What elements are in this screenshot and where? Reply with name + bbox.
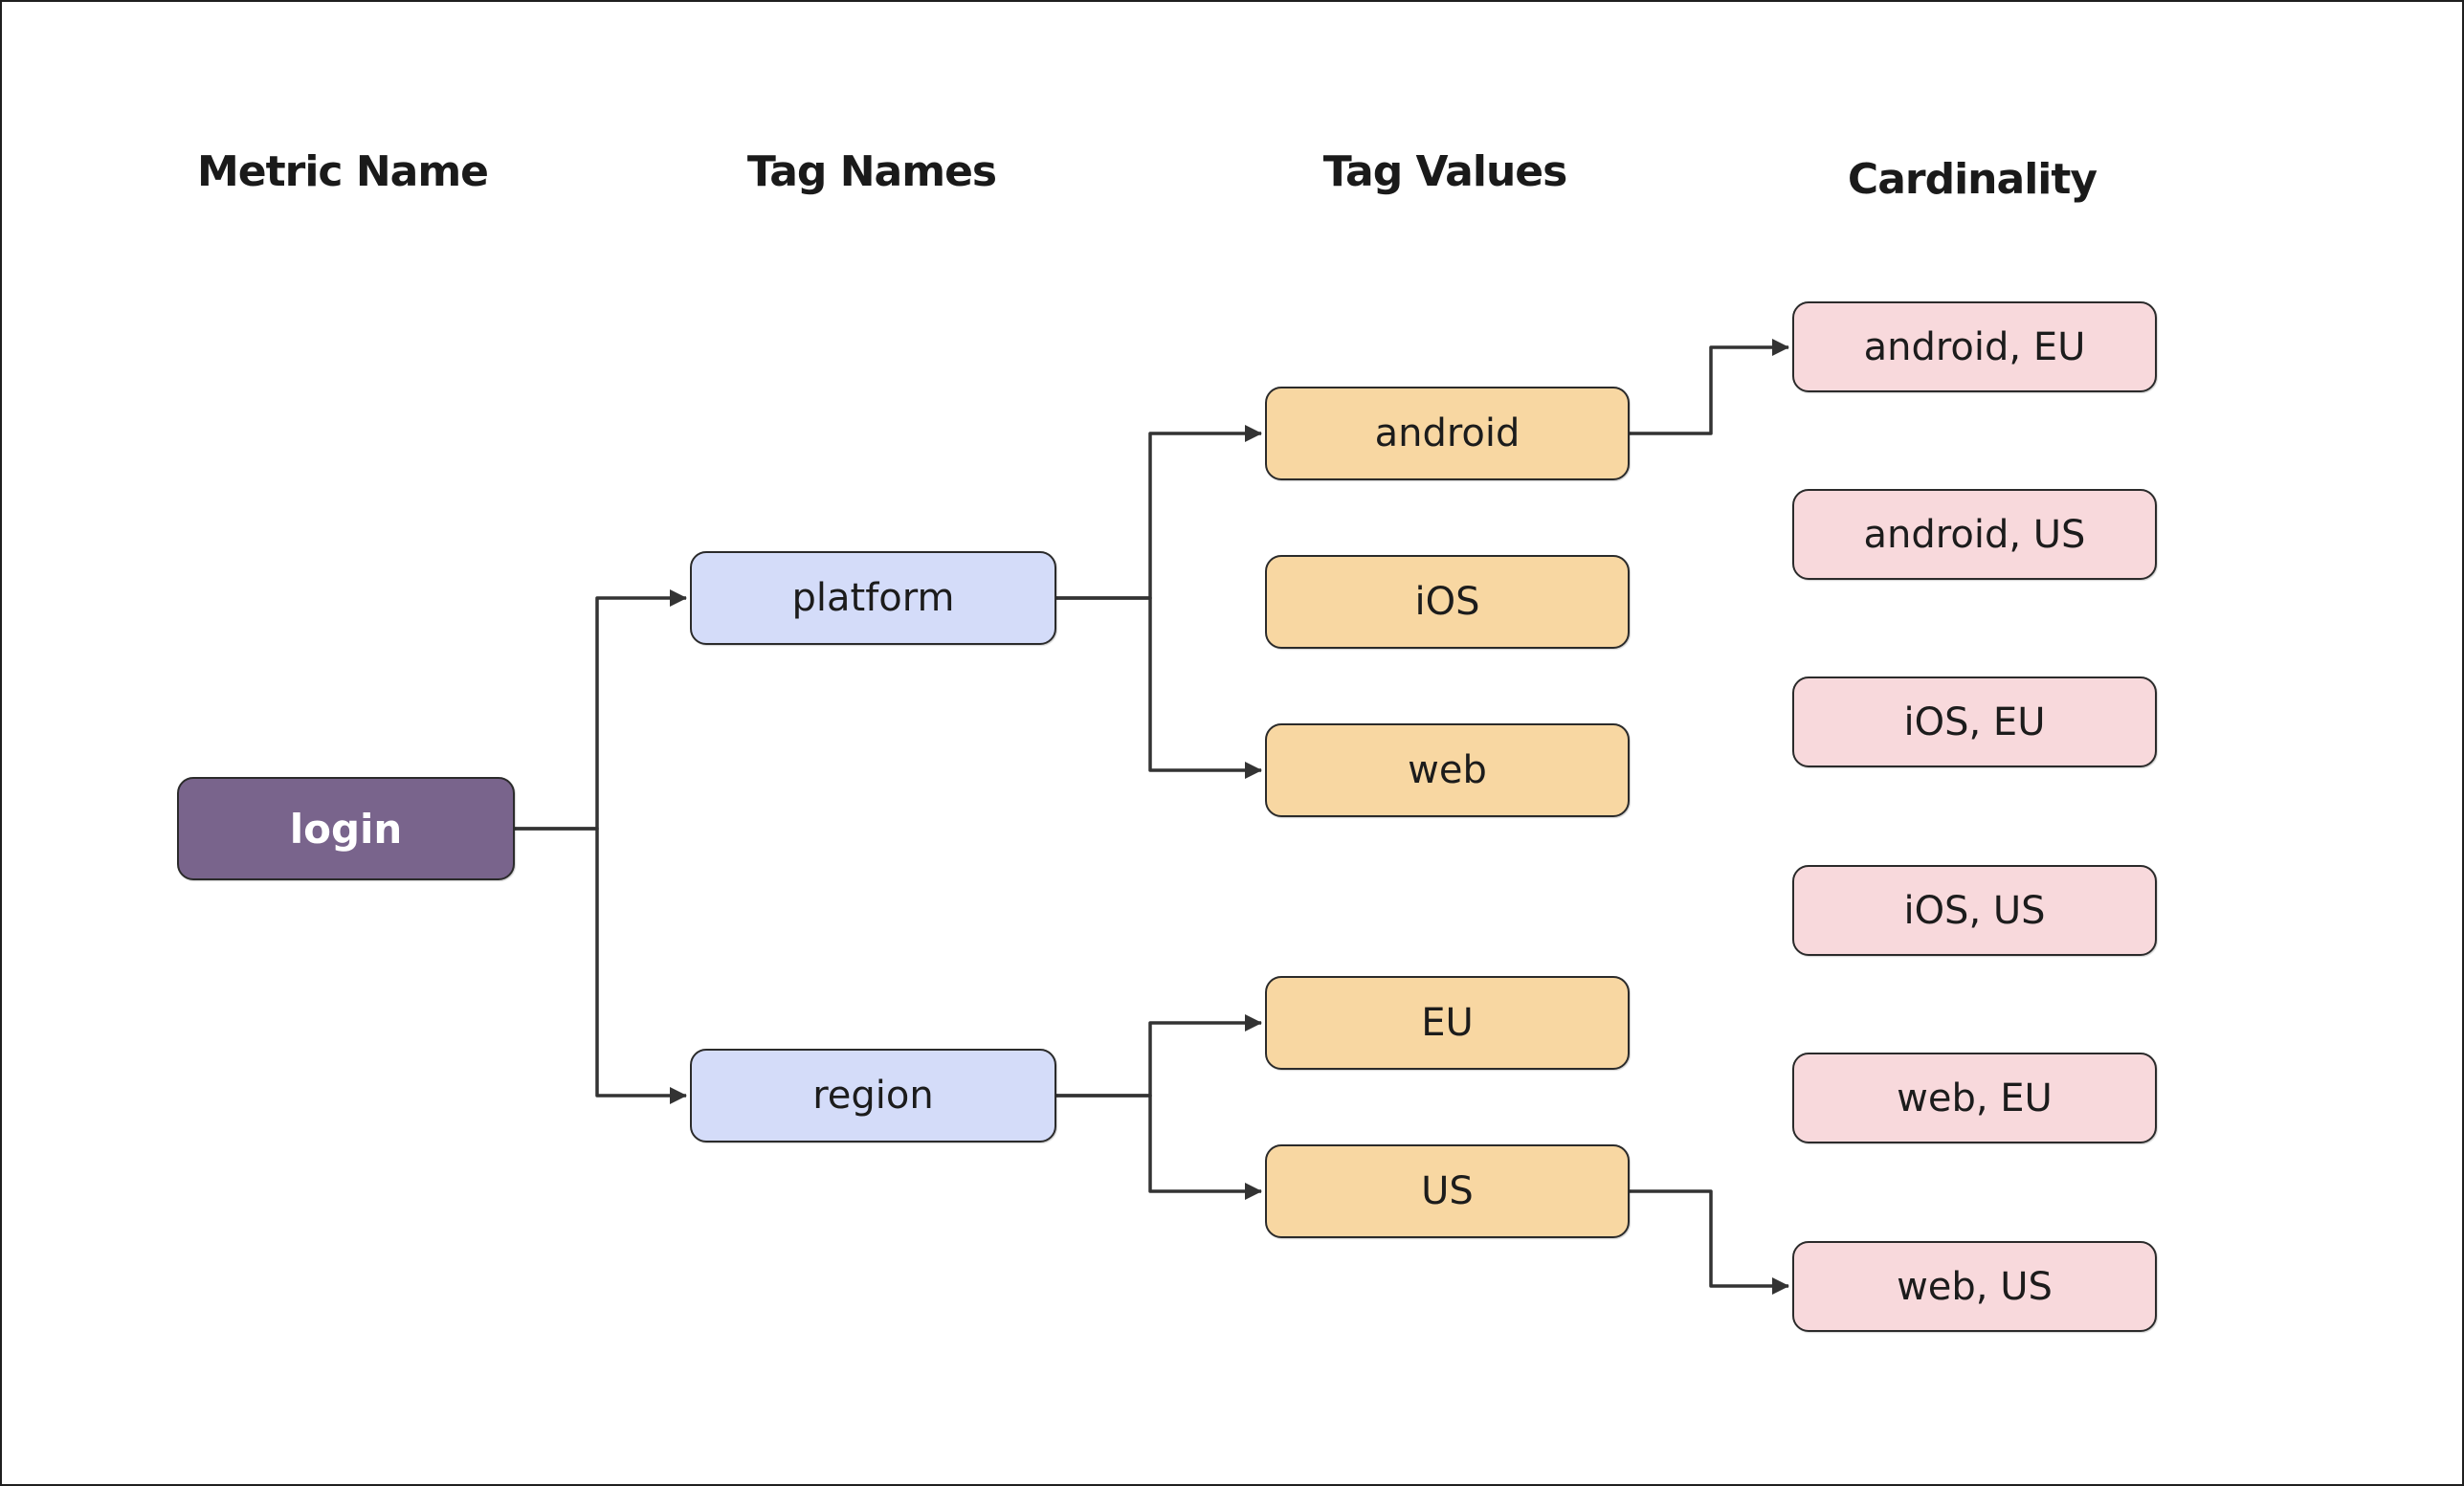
node-web-us: web, US <box>1792 1241 2157 1332</box>
node-android-us-label: android, US <box>1863 512 2086 557</box>
column-header-tag-names: Tag Names <box>746 147 997 196</box>
node-platform-label: platform <box>791 576 955 620</box>
node-ios-us-label: iOS, US <box>1903 888 2046 933</box>
node-eu-label: EU <box>1421 1001 1474 1045</box>
node-web-eu-label: web, EU <box>1897 1076 2053 1120</box>
node-web: web <box>1265 723 1630 817</box>
node-android-us: android, US <box>1792 489 2157 580</box>
edge-platform-web <box>1056 596 1262 779</box>
node-us-label: US <box>1421 1169 1474 1213</box>
node-region-label: region <box>812 1074 934 1118</box>
node-ios-eu: iOS, EU <box>1792 676 2157 767</box>
node-eu: EU <box>1265 976 1630 1070</box>
node-platform: platform <box>690 551 1056 645</box>
node-ios-eu-label: iOS, EU <box>1903 699 2046 744</box>
node-android-label: android <box>1374 411 1521 455</box>
column-header-cardinality: Cardinality <box>1847 155 2098 204</box>
node-android: android <box>1265 387 1630 480</box>
column-header-metric-name: Metric Name <box>196 147 489 196</box>
edge-region-us <box>1056 1094 1262 1200</box>
edge-android-android-eu <box>1630 339 1789 435</box>
node-web-eu: web, EU <box>1792 1053 2157 1143</box>
node-android-eu-label: android, EU <box>1863 324 2086 369</box>
edge-login-region <box>515 827 687 1104</box>
node-android-eu: android, EU <box>1792 301 2157 392</box>
column-header-tag-values: Tag Values <box>1322 147 1568 196</box>
node-web-label: web <box>1408 748 1487 792</box>
node-region: region <box>690 1049 1056 1142</box>
edge-platform-android <box>1056 425 1262 600</box>
node-us: US <box>1265 1144 1630 1238</box>
node-ios: iOS <box>1265 555 1630 649</box>
node-ios-label: iOS <box>1414 580 1480 624</box>
node-login-label: login <box>289 805 403 853</box>
edge-region-eu <box>1056 1014 1262 1098</box>
edge-us-web-us <box>1630 1189 1789 1295</box>
node-web-us-label: web, US <box>1897 1264 2053 1309</box>
node-login: login <box>177 777 515 880</box>
node-ios-us: iOS, US <box>1792 865 2157 956</box>
edge-login-platform <box>515 589 687 831</box>
